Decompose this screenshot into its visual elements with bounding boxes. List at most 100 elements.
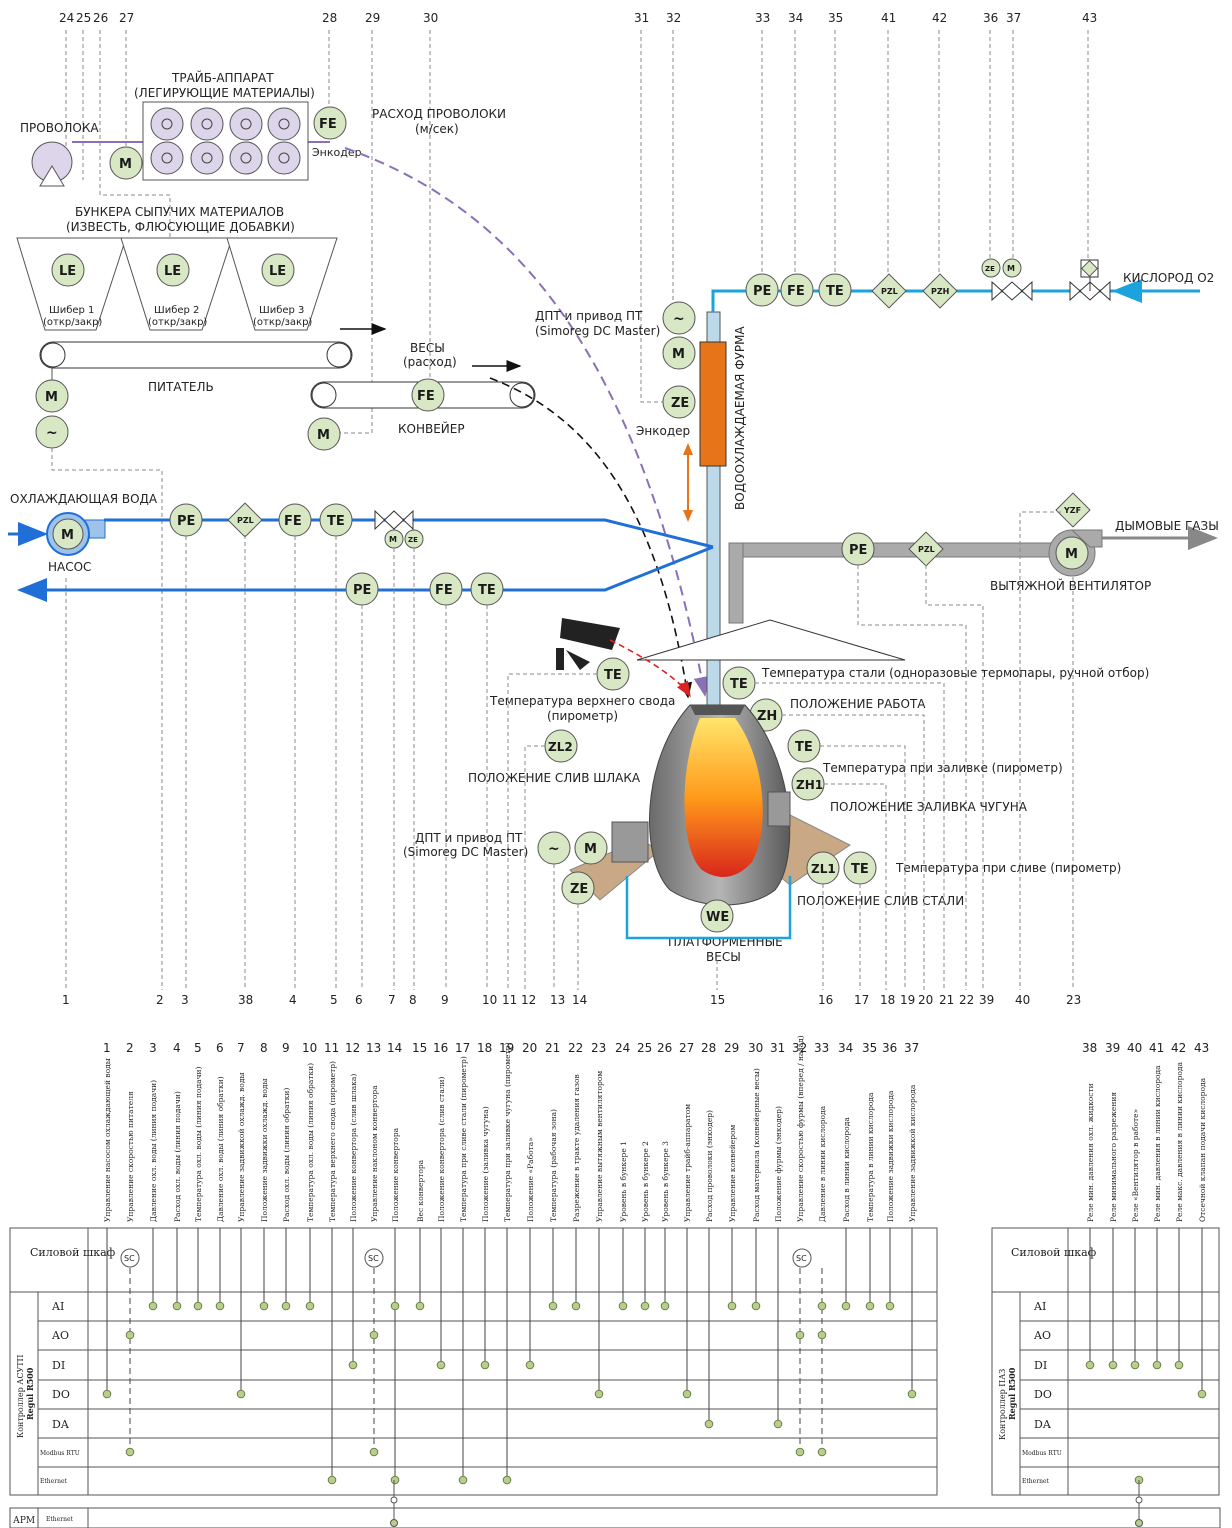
oxygen-pressure: PE: [746, 274, 778, 306]
signal-name: Уровень в бункере 1: [619, 1141, 628, 1222]
signal-name: Управление наклоном конвертора: [370, 1085, 379, 1222]
encoder2-label: Энкодер: [636, 424, 690, 438]
tilt-drive: ~: [538, 832, 570, 864]
col-num: 20: [918, 993, 933, 1007]
table-col-num: 43: [1194, 1041, 1209, 1055]
mid-column-numbers: 1233845678910111213141516171819202122394…: [62, 993, 1081, 1007]
col-num: 27: [119, 11, 134, 25]
signal-dot: [595, 1390, 603, 1398]
svg-text:M: M: [45, 390, 58, 405]
gas-pzl: PZL: [909, 532, 943, 566]
svg-text:Шибер 2: Шибер 2: [154, 305, 199, 316]
level-transmitter-2: LE: [157, 254, 189, 286]
table-col-num: 9: [282, 1041, 290, 1055]
table-col-num: 27: [679, 1041, 694, 1055]
signal-name: Расход проволоки (энкодер): [705, 1110, 714, 1222]
svg-text:Температура верхнего свода: Температура верхнего свода: [489, 694, 675, 708]
signal-dot: [370, 1448, 378, 1456]
lance-label: ВОДООХЛАЖДАЕМАЯ ФУРМА: [733, 326, 747, 510]
svg-text:PZL: PZL: [918, 545, 935, 554]
col-num: 4: [289, 993, 297, 1007]
signal-name: Управление насосом охлаждающей воды: [103, 1058, 112, 1222]
col-num: 33: [755, 11, 770, 25]
svg-text:TE: TE: [327, 514, 345, 529]
svg-text:PZH: PZH: [931, 287, 949, 296]
signal-name: Температура (рабочая зона): [549, 1109, 558, 1222]
signal-dot: [282, 1302, 290, 1310]
signal-dot: [328, 1476, 336, 1484]
signal-dot: [1175, 1361, 1183, 1369]
table-col-num: 10: [302, 1041, 317, 1055]
signal-dot: [818, 1302, 826, 1310]
water-return-pressure: PE: [346, 573, 378, 605]
col-num: 22: [959, 993, 974, 1007]
signal-dot: [260, 1302, 268, 1310]
signal-dot: [818, 1331, 826, 1339]
water-supply-temp: TE: [320, 504, 352, 536]
signal-dot: [661, 1302, 669, 1310]
signal-dot: [1198, 1390, 1206, 1398]
svg-text:(Simoreg DC Master): (Simoreg DC Master): [403, 845, 528, 859]
signal-name: Расход охл. воды (линия подачи): [173, 1091, 182, 1222]
signal-dot: [796, 1331, 804, 1339]
platform-scales: WE: [701, 900, 733, 932]
signal-name: Реле мин. давления в линии кислорода: [1153, 1065, 1162, 1222]
svg-text:ПОЛОЖЕНИЕ ЗАЛИВКА ЧУГУНА: ПОЛОЖЕНИЕ ЗАЛИВКА ЧУГУНА: [830, 800, 1028, 814]
lance-encoder: ZE: [663, 386, 695, 418]
svg-text:Температура стали (одноразовые: Температура стали (одноразовые термопары…: [761, 666, 1149, 680]
col-num: 28: [322, 11, 337, 25]
svg-text:Шибер 1: Шибер 1: [49, 305, 94, 316]
feeder-label: ПИТАТЕЛЬ: [148, 380, 214, 394]
row-label: Modbus RTU: [1022, 1450, 1062, 1457]
col-num: 19: [900, 993, 915, 1007]
signal-dot: [391, 1302, 399, 1310]
table-col-num: 41: [1149, 1041, 1164, 1055]
signal-dot: [306, 1302, 314, 1310]
col-num: 2: [156, 993, 164, 1007]
water-return-temp: TE: [471, 573, 503, 605]
table-col-num: 23: [591, 1041, 606, 1055]
table-col-num: 11: [324, 1041, 339, 1055]
signal-name: Температура охл. воды (линия подачи): [194, 1066, 203, 1222]
table-col-num: 8: [260, 1041, 268, 1055]
signal-dot: [752, 1302, 760, 1310]
wire-rate-label: РАСХОД ПРОВОЛОКИ: [372, 107, 506, 121]
water-valve-motor: M: [385, 530, 403, 548]
table-col-num: 14: [387, 1041, 402, 1055]
col-num: 42: [932, 11, 947, 25]
svg-text:~: ~: [46, 425, 58, 441]
table-col-num: 1: [103, 1041, 111, 1055]
signal-name: Положение «Работа»: [526, 1137, 535, 1222]
svg-text:YZF: YZF: [1063, 506, 1081, 515]
table-col-num: 17: [455, 1041, 470, 1055]
svg-text:ZH1: ZH1: [796, 778, 823, 792]
col-num: 24: [59, 11, 74, 25]
wire-reel: ПРОВОЛОКА: [20, 121, 99, 186]
col-num: 9: [441, 993, 449, 1007]
signal-table-asutp: 1234567891011121314151617181920212223242…: [10, 1035, 937, 1495]
pump: M: [47, 513, 105, 555]
col-num: 26: [93, 11, 108, 25]
table-col-num: 31: [770, 1041, 785, 1055]
tap-temp: TE: [844, 852, 876, 884]
water-supply-pressure: PE: [170, 504, 202, 536]
svg-text:FE: FE: [319, 117, 337, 132]
signal-name: Реле минимального разрежения: [1109, 1092, 1118, 1222]
table-col-num: 16: [433, 1041, 448, 1055]
signal-name: Реле мин. давления охл. жидкости: [1086, 1083, 1095, 1222]
svg-text:PZL: PZL: [237, 516, 254, 525]
svg-text:ZH: ZH: [757, 709, 777, 724]
wire-label: ПРОВОЛОКА: [20, 121, 99, 135]
table-col-num: 37: [904, 1041, 919, 1055]
oxygen-pzl: PZL: [872, 274, 906, 308]
feeder-drive: ~: [36, 416, 68, 448]
signal-dot: [1131, 1361, 1139, 1369]
svg-text:LE: LE: [59, 264, 76, 279]
svg-text:АРМ: АРМ: [13, 1516, 35, 1526]
table-col-num: 7: [237, 1041, 245, 1055]
signal-name: Температура верхнего свода (пирометр): [328, 1061, 337, 1222]
hood: [637, 620, 905, 660]
signal-dot: [1086, 1361, 1094, 1369]
svg-text:ПОЛОЖЕНИЕ СЛИВ СТАЛИ: ПОЛОЖЕНИЕ СЛИВ СТАЛИ: [797, 894, 964, 908]
col-num: 35: [828, 11, 843, 25]
